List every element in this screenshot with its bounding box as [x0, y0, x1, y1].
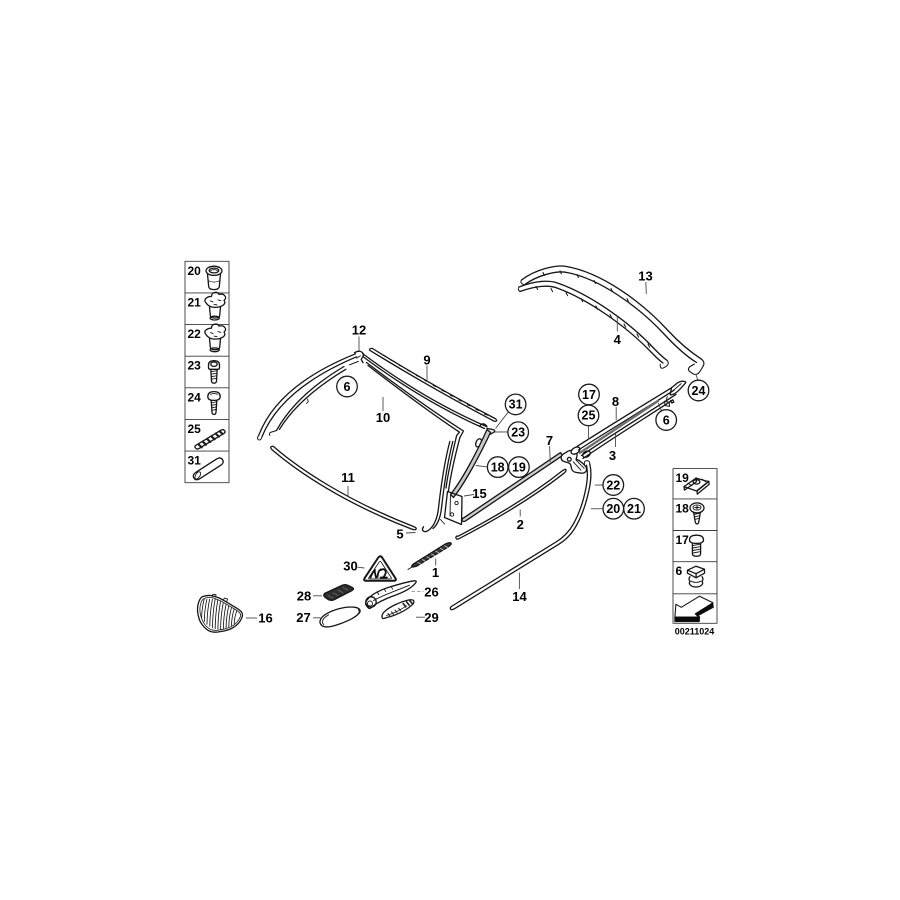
svg-text:17: 17: [676, 533, 690, 547]
svg-text:9: 9: [423, 353, 430, 368]
svg-text:3: 3: [609, 448, 616, 463]
svg-text:4: 4: [614, 332, 622, 347]
svg-text:19: 19: [676, 471, 690, 485]
svg-text:20: 20: [606, 502, 620, 516]
svg-text:18: 18: [491, 460, 505, 474]
svg-text:11: 11: [341, 470, 355, 485]
svg-text:14: 14: [512, 589, 527, 604]
svg-text:22: 22: [606, 478, 620, 492]
svg-text:22: 22: [188, 327, 202, 341]
svg-text:15: 15: [472, 486, 486, 501]
svg-text:16: 16: [258, 611, 272, 626]
svg-text:6: 6: [344, 380, 351, 394]
svg-text:5: 5: [396, 527, 403, 542]
svg-text:23: 23: [188, 359, 202, 373]
svg-text:2: 2: [517, 517, 524, 532]
svg-text:28: 28: [297, 589, 311, 604]
svg-text:26: 26: [424, 585, 438, 600]
svg-text:21: 21: [188, 295, 202, 309]
svg-text:10: 10: [376, 410, 390, 425]
svg-text:27: 27: [296, 610, 310, 625]
svg-text:17: 17: [582, 388, 596, 402]
svg-text:24: 24: [692, 384, 706, 398]
svg-text:30: 30: [343, 559, 357, 574]
svg-text:31: 31: [188, 454, 202, 468]
svg-text:25: 25: [188, 422, 202, 436]
svg-text:12: 12: [352, 323, 366, 338]
svg-text:23: 23: [511, 426, 525, 440]
svg-text:20: 20: [188, 264, 202, 278]
svg-text:18: 18: [676, 501, 690, 515]
svg-text:21: 21: [627, 502, 641, 516]
svg-text:29: 29: [424, 610, 438, 625]
svg-text:13: 13: [638, 269, 652, 284]
svg-text:25: 25: [582, 409, 596, 423]
svg-text:00211024: 00211024: [675, 627, 715, 637]
svg-text:6: 6: [676, 564, 683, 578]
svg-text:31: 31: [509, 398, 523, 412]
svg-text:1: 1: [432, 565, 439, 580]
svg-text:24: 24: [188, 390, 202, 404]
svg-text:6: 6: [663, 413, 670, 427]
svg-text:8: 8: [612, 394, 619, 409]
svg-text:19: 19: [512, 460, 526, 474]
svg-text:7: 7: [546, 433, 553, 448]
